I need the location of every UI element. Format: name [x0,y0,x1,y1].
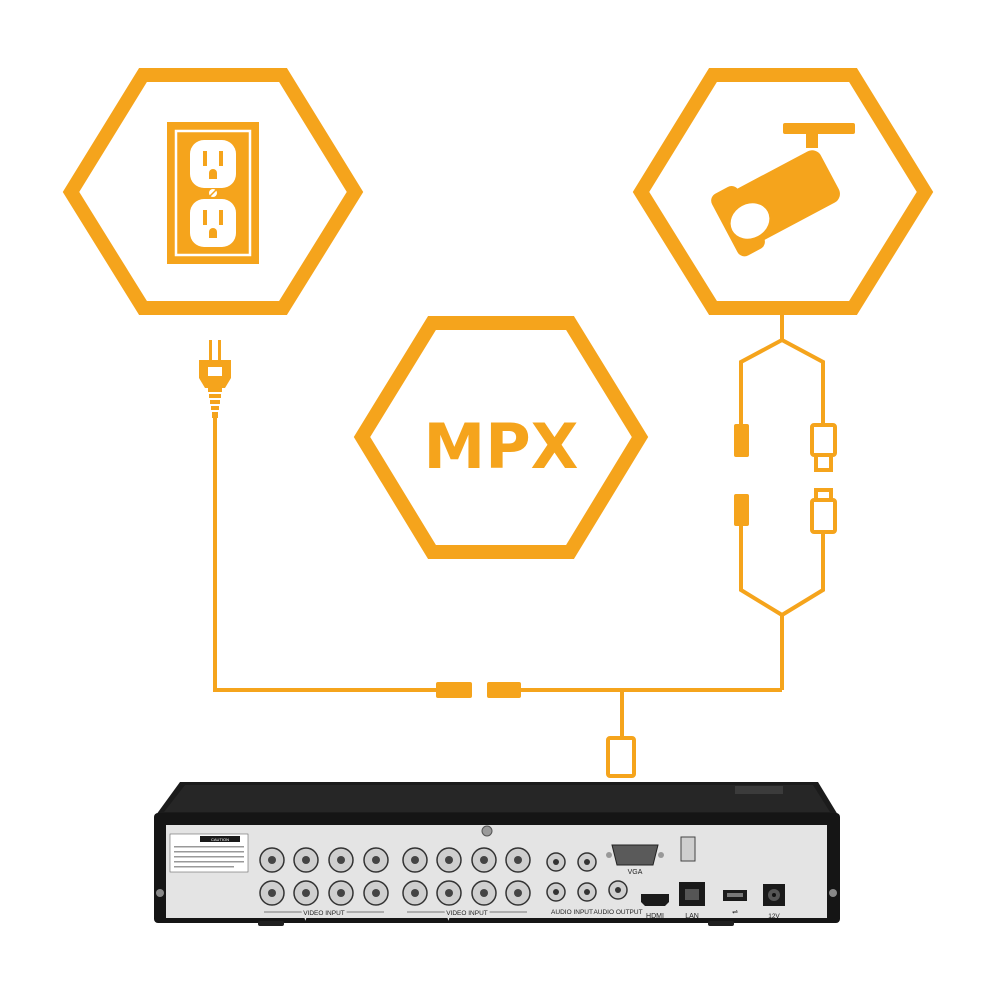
power-plug-icon [199,340,231,418]
camera-power-connectors [734,424,749,526]
terminal-block [680,836,696,862]
usb-icon: ⇌ [732,909,738,916]
hdmi-label: HDMI [646,913,664,920]
camera-video-connectors [810,423,837,534]
dvr-recorder-icon: CAUTION VIDEO INPUT VIDEO INPUT [154,782,840,926]
caution-title: CAUTION [211,837,229,842]
dvr-cable-drop [606,690,636,778]
dc-power-port [763,884,785,906]
hdmi-port [641,894,669,906]
video-power-cable-icon [739,310,825,690]
lan-port [679,882,705,906]
audio-input-label: AUDIO INPUT [551,909,593,916]
power-label: 12V [768,913,780,920]
usb-port [723,890,747,901]
video-input-label-1: VIDEO INPUT [303,910,345,917]
power-cable [213,418,436,692]
video-input-label-2: VIDEO INPUT [446,910,488,917]
vga-label: VGA [628,869,643,876]
vga-port [606,844,664,866]
camera-hexagon [632,68,934,315]
security-camera-icon [711,123,855,257]
mpx-hexagon: MPX [353,316,649,559]
audio-output-label: AUDIO OUTPUT [593,909,642,916]
outlet-hexagon [62,68,364,315]
mpx-label: MPX [424,410,579,483]
lan-label: LAN [685,913,699,920]
power-outlet-icon [167,122,259,264]
power-connector [436,682,521,698]
